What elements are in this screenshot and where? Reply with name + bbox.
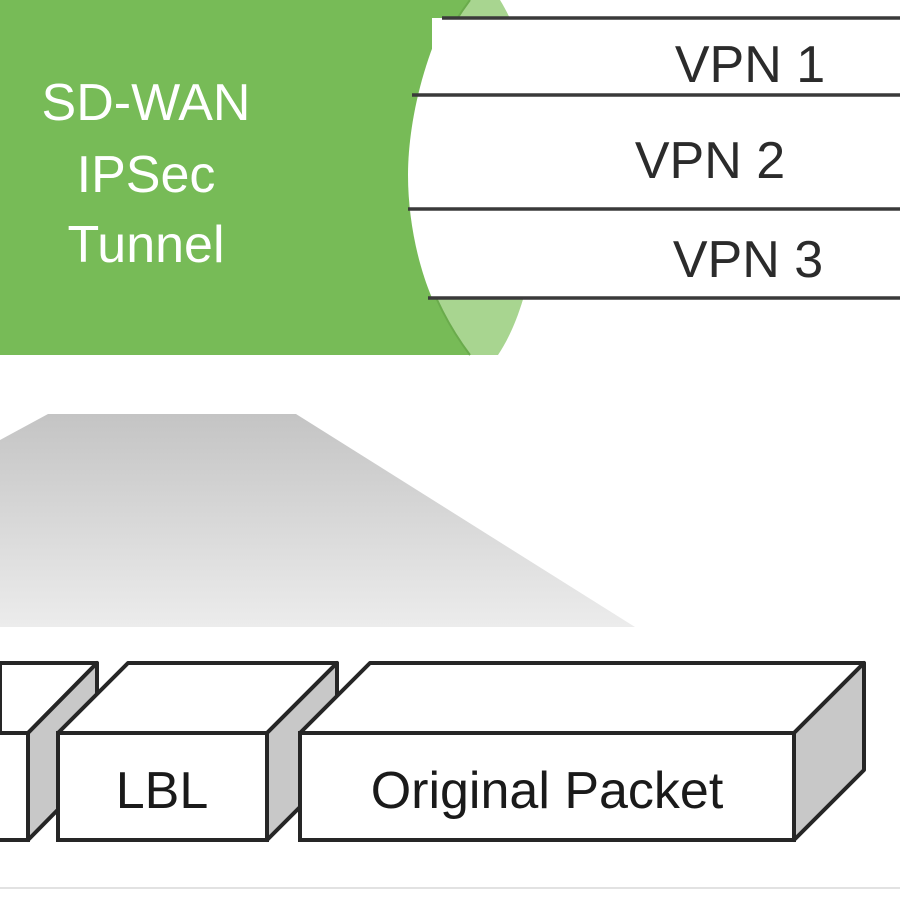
original-box-top — [298, 661, 866, 735]
vpn-lanes-left-edge — [408, 18, 445, 298]
tunnel-label-line-3: Tunnel — [67, 216, 224, 274]
vpn-label-3: VPN 3 — [673, 231, 823, 289]
vpn-lanes-background — [432, 18, 900, 298]
original-packet-label: Original Packet — [371, 762, 724, 820]
tunnel-label-line-2: IPSec — [77, 146, 216, 204]
vpn-lanes: VPN 1 VPN 2 VPN 3 — [408, 16, 900, 300]
lbl-box-front — [56, 731, 269, 842]
lbl-field-label: LBL — [116, 762, 209, 820]
encapsulated-packet: LBL Original Packet — [0, 661, 866, 842]
projection-funnel — [0, 414, 635, 627]
vpn-label-1: VPN 1 — [675, 36, 825, 94]
tunnel-label-line-1: SD-WAN — [42, 74, 251, 132]
packet-field-original: Original Packet — [298, 661, 866, 842]
packet-field-lbl: LBL — [56, 661, 339, 842]
original-box-front — [298, 731, 796, 842]
partial-box-front — [0, 731, 30, 842]
tunnel-body — [0, 0, 470, 355]
vpn-label-2: VPN 2 — [635, 132, 785, 190]
